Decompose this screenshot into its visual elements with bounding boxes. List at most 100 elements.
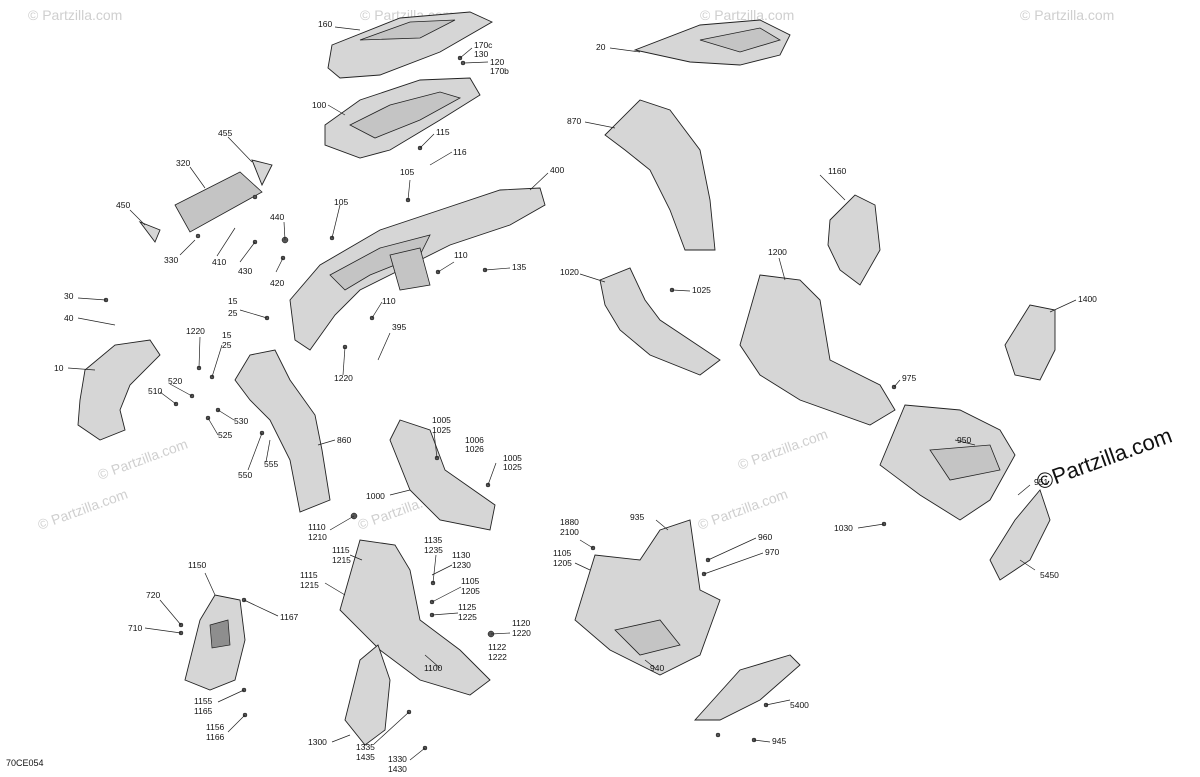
leader-line [247, 432, 263, 471]
part-label: 1030 [834, 523, 853, 533]
part-label: 450 [116, 200, 130, 210]
part-label: 115 [436, 127, 450, 137]
part-label: 10 [54, 363, 64, 373]
bolt [715, 732, 721, 738]
part-label: 1005 [432, 415, 451, 425]
part-label: 1000 [366, 491, 385, 501]
part-label: 1105 [553, 548, 572, 558]
part-455-piece [251, 159, 273, 187]
leader-line [437, 261, 455, 273]
part-label: 530 [234, 416, 248, 426]
part-label: 160 [318, 19, 332, 29]
leader-line [579, 273, 606, 283]
leader-line [77, 297, 107, 301]
part-5450-piece [989, 489, 1051, 581]
part-label: 110 [454, 250, 468, 260]
leader-line [317, 439, 336, 446]
leader-line [529, 172, 549, 191]
part-label: 1435 [356, 752, 375, 762]
leader-line [275, 257, 284, 273]
part-label: 25 [222, 340, 232, 350]
part-label: 1230 [452, 560, 471, 570]
part-label: 1125 [458, 602, 477, 612]
watermark: © Partzilla.com [700, 7, 794, 23]
leader-line [169, 383, 193, 397]
part-label: 40 [64, 313, 74, 323]
bolt [195, 233, 201, 239]
part-labels: 160 170c 130 120 170b 20 100 115 116 870… [54, 19, 1097, 774]
diagram-code: 70CE054 [6, 758, 44, 768]
part-label: 455 [218, 128, 232, 138]
part-label: 30 [64, 291, 74, 301]
part-20-detail [699, 27, 781, 53]
part-5400-guard [693, 654, 801, 721]
part-label: 945 [772, 736, 786, 746]
watermark: © Partzilla.com [696, 486, 790, 533]
leader-line [409, 747, 426, 761]
part-label: 1150 [188, 560, 207, 570]
part-1300-cover [344, 644, 391, 746]
leader-line [265, 439, 271, 463]
leader-line [487, 462, 497, 486]
part-950-detail [929, 444, 1001, 481]
part-1150-detail [209, 619, 231, 649]
part-label: 1167 [280, 612, 299, 622]
leader-line [431, 564, 453, 576]
leader-line [778, 257, 786, 281]
part-860-console [234, 349, 331, 513]
leader-line [1019, 559, 1036, 571]
part-label: 1122 [488, 642, 507, 652]
part-label: 1165 [194, 706, 213, 716]
leader-line [463, 61, 489, 64]
leader-line [198, 336, 201, 369]
part-label: 1020 [560, 267, 579, 277]
leader-line [753, 739, 771, 743]
leader-line [342, 346, 346, 376]
leader-line [431, 612, 459, 616]
part-label: 1166 [206, 732, 225, 742]
watermark: © Partzilla.com [1020, 7, 1114, 23]
leader-line [484, 267, 511, 271]
leader-line [819, 174, 846, 201]
part-label: 1006 [465, 435, 484, 445]
leader-line [490, 632, 511, 635]
part-320-grille [174, 171, 263, 233]
leader-line [893, 379, 901, 388]
part-label: 15 [222, 330, 232, 340]
leader-line [703, 552, 764, 575]
part-label: 2100 [560, 527, 579, 537]
part-label: 1215 [332, 555, 351, 565]
leader-line [216, 227, 236, 257]
part-label: 1335 [356, 742, 375, 752]
leader-line [227, 714, 246, 733]
part-label: 1210 [308, 532, 327, 542]
part-label: 5450 [1040, 570, 1059, 580]
part-label: 15 [228, 296, 238, 306]
part-label: 935 [630, 512, 644, 522]
part-label: 525 [218, 430, 232, 440]
part-label: 520 [168, 376, 182, 386]
leader-line [433, 431, 438, 459]
part-1400-panel [1004, 304, 1056, 381]
leader-line [283, 221, 286, 241]
leader-line [67, 367, 96, 371]
part-label: 1330 [388, 754, 407, 764]
brand-watermark: ©Partzilla.com [1033, 423, 1175, 495]
part-label: 1155 [194, 696, 213, 706]
part-label: 1880 [560, 517, 579, 527]
part-label: 1156 [206, 722, 225, 732]
leader-line [217, 409, 235, 421]
part-label: 1120 [512, 618, 531, 628]
part-label: 5400 [790, 700, 809, 710]
leader-line [204, 572, 216, 596]
part-label: 170c [474, 40, 493, 50]
leader-line [77, 317, 116, 326]
part-label: 135 [512, 262, 526, 272]
leader-line [331, 734, 351, 743]
part-label: 1105 [461, 576, 480, 586]
part-label: 100 [312, 100, 326, 110]
part-label: 130 [474, 49, 488, 59]
part-label: 555 [264, 459, 278, 469]
part-label: 1160 [828, 166, 847, 176]
part-label: 1220 [512, 628, 531, 638]
